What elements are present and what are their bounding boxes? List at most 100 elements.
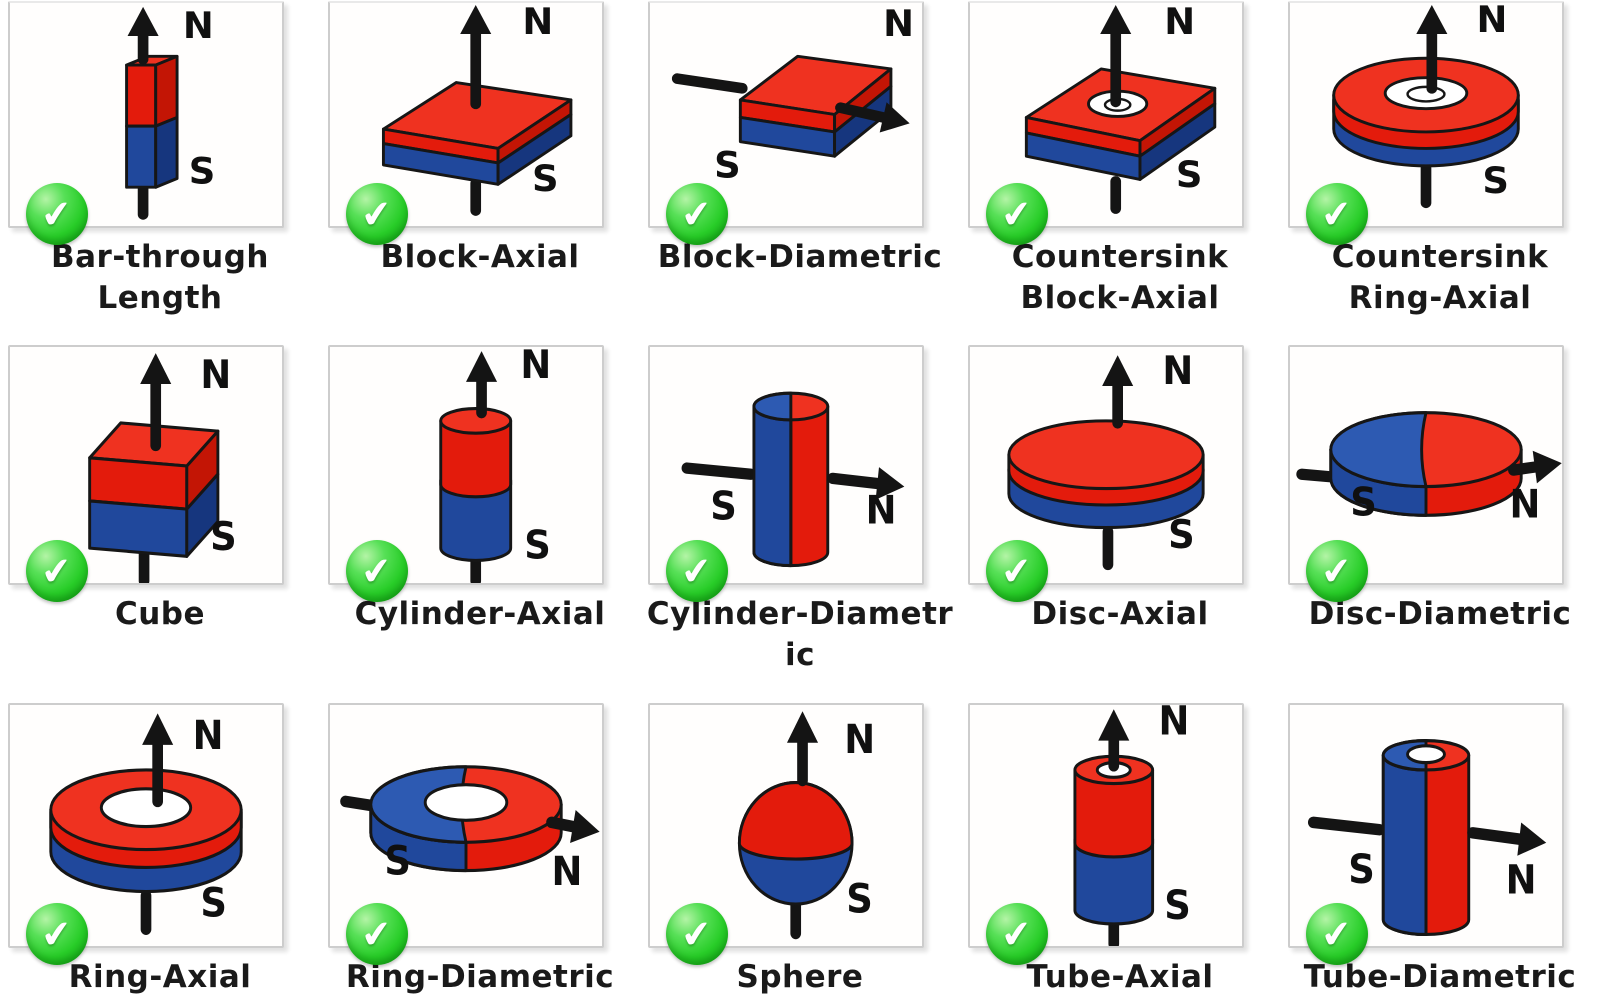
availability-badge: ✔ [666,903,728,965]
north-pole-label: N [866,488,897,533]
caption-line: Disc-Diametric [1308,596,1572,632]
magnet-illustration-sphere: NS [737,711,875,940]
caption-line: Block-Diametric [657,239,943,275]
availability-badge: ✔ [346,903,408,965]
south-pole-label: S [846,876,873,923]
checkmark-icon: ✔ [1319,910,1355,958]
north-pole-label: N [1164,3,1195,43]
north-pole-label: N [522,3,553,43]
magnet-option-countersink-block-axial[interactable]: N S ✔ [968,1,1244,245]
magnet-type-caption: Countersink Ring-Axial [1280,237,1600,319]
caption-line: Bar-through [50,239,269,275]
south-pole-label: S [1176,153,1203,196]
south-pole-label: S [200,880,227,927]
magnet-illustration-bar: NS [125,4,215,220]
magnet-illustration-disc-axial: NS [1007,348,1205,571]
availability-badge: ✔ [986,183,1048,245]
caption-line: Cube [114,596,206,632]
north-pole-label: N [200,352,231,397]
magnet-type-caption: Countersink Block-Axial [960,237,1280,319]
north-pole-label: N [1158,705,1189,745]
availability-badge: ✔ [26,183,88,245]
checkmark-icon: ✔ [679,910,715,958]
magnet-illustration-tube-axial: NS [1073,705,1191,946]
caption-line: Disc-Axial [1031,596,1209,632]
north-pole-label: N [1477,3,1508,41]
availability-badge: ✔ [986,903,1048,965]
magnet-illustration-countersink-ring: NS [1332,3,1520,209]
north-pole-label: N [193,713,224,760]
magnet-type-caption: Cylinder-Axial [320,594,640,635]
south-pole-label: S [210,514,237,559]
caption-line: Countersink [1011,239,1229,275]
availability-badge: ✔ [26,903,88,965]
availability-badge: ✔ [26,540,88,602]
checkmark-icon: ✔ [359,910,395,958]
magnet-type-caption: Cylinder-Diametr ic [640,594,960,676]
magnet-illustration-ring-diametric: NS [340,765,600,896]
checkmark-icon: ✔ [999,910,1035,958]
north-pole-label: N [1162,348,1193,393]
magnet-illustration-ring-axial: NS [49,713,243,935]
magnet-type-caption: Tube-Diametric [1280,957,1600,998]
magnet-type-caption: Bar-through Length [0,237,320,319]
magnet-type-caption: Block-Diametric [640,237,960,278]
caption-line: Ring-Axial [1348,280,1532,316]
magnet-type-caption: Tube-Axial [960,957,1280,998]
magnet-illustration-cube: NS [88,352,237,583]
checkmark-icon: ✔ [999,190,1035,238]
magnet-type-caption: Disc-Axial [960,594,1280,635]
north-pole-label: N [1506,857,1537,904]
availability-badge: ✔ [666,183,728,245]
north-pole-label: N [883,3,914,45]
checkmark-icon: ✔ [359,190,395,238]
north-pole-label: N [551,849,582,896]
magnet-illustration-cylinder-diametric: NS [681,391,905,568]
north-pole-label: N [844,717,875,764]
south-pole-label: S [524,522,551,567]
availability-badge: ✔ [1306,903,1368,965]
checkmark-icon: ✔ [679,190,715,238]
caption-line: ic [784,637,815,673]
caption-line: Tube-Diametric [1303,959,1577,995]
availability-badge: ✔ [346,540,408,602]
magnet-illustration-block-axial: NS [381,3,573,216]
magnet-type-caption: Disc-Diametric [1280,594,1600,635]
north-pole-label: N [1510,481,1541,526]
magnet-illustration-disc-diametric: NS [1296,411,1562,527]
caption-line: Length [97,280,223,316]
caption-line: Block-Axial [380,239,580,275]
magnet-type-caption: Block-Axial [320,237,640,278]
caption-line: Countersink [1331,239,1549,275]
caption-line: Block-Axial [1020,280,1220,316]
south-pole-label: S [710,483,737,528]
checkmark-icon: ✔ [39,910,75,958]
availability-badge: ✔ [986,540,1048,602]
checkmark-icon: ✔ [679,547,715,595]
